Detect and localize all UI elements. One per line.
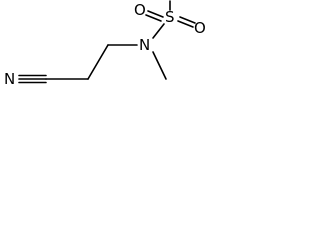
atom-sulfur: S: [165, 8, 175, 26]
bond-s-o-right-2: [179, 16, 196, 24]
bond-ch2-ch2: [87, 44, 109, 80]
bond-n-s: [152, 23, 165, 39]
bond-s-o-left-1: [147, 10, 164, 18]
atom-oxygen-left: O: [134, 1, 146, 19]
atom-oxygen-right: O: [194, 19, 206, 37]
atom-amide-nitrogen: N: [139, 36, 150, 54]
bond-s-o-left-2: [145, 14, 162, 22]
bond-n-methyl: [152, 51, 167, 80]
atom-nitrile-nitrogen: N: [4, 70, 15, 88]
molecule-structure-diagram: N N S O O: [4, 0, 206, 88]
bond-s-o-right-1: [177, 20, 194, 28]
